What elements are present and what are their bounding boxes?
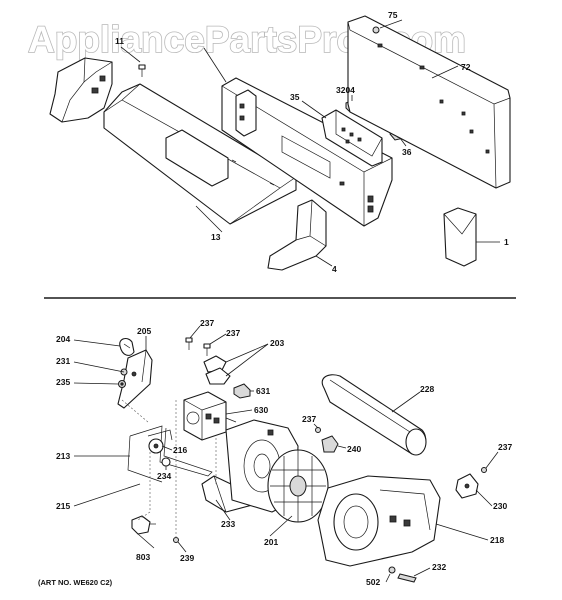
callout-631: 631 (256, 386, 270, 396)
callout-205: 205 (137, 326, 151, 336)
callout-239: 239 (180, 553, 194, 563)
callout-502: 502 (366, 577, 380, 587)
callout-13: 13 (211, 232, 221, 242)
art-number: (ART NO. WE620 C2) (38, 578, 113, 587)
callout-630: 630 (254, 405, 268, 415)
part-control-board-frame[interactable] (221, 77, 393, 227)
callout-201: 201 (264, 537, 278, 547)
part-screw-237-b[interactable] (203, 343, 211, 356)
part-screw-237-d[interactable] (481, 467, 487, 473)
assembly-dash-lines (121, 399, 217, 540)
callout-232: 232 (432, 562, 446, 572)
callout-35: 35 (290, 92, 300, 102)
part-blower-wheel[interactable] (267, 449, 329, 523)
part-end-cap-left[interactable] (49, 57, 113, 123)
part-wiring-diagram-doc[interactable] (443, 207, 477, 267)
callout-218: 218 (490, 535, 504, 545)
callout-216: 216 (173, 445, 187, 455)
callout-237-b: 237 (226, 328, 240, 338)
part-screw-239[interactable] (173, 537, 179, 543)
callout-235: 235 (56, 377, 70, 387)
part-idler-pulley[interactable] (147, 429, 173, 454)
part-screw-237-a[interactable] (185, 337, 193, 350)
part-screw-237-c[interactable] (315, 427, 321, 433)
part-blower-housing-rear[interactable] (317, 475, 441, 567)
part-screw-232[interactable] (397, 573, 417, 583)
callout-213: 213 (56, 451, 70, 461)
callout-215: 215 (56, 501, 70, 511)
part-nut-235[interactable] (118, 380, 126, 388)
upper-leader-lines (120, 19, 500, 267)
callout-237-c: 237 (302, 414, 316, 424)
callout-803: 803 (136, 552, 150, 562)
callout-233: 233 (221, 519, 235, 529)
callout-230: 230 (493, 501, 507, 511)
callout-204: 204 (56, 334, 70, 344)
part-clip-204[interactable] (119, 337, 135, 356)
callout-234: 234 (157, 471, 171, 481)
part-bracket-205[interactable] (117, 349, 153, 409)
part-thermostat-230[interactable] (455, 473, 479, 499)
part-screw-75[interactable] (372, 26, 380, 34)
callout-237-a: 237 (200, 318, 214, 328)
part-bracket-35[interactable] (321, 109, 383, 167)
callout-36: 36 (402, 147, 412, 157)
callout-11: 11 (115, 36, 124, 46)
callout-1: 1 (504, 237, 509, 247)
part-end-cap-right[interactable] (267, 199, 327, 271)
part-exhaust-duct[interactable] (321, 374, 427, 456)
part-drive-belt[interactable] (127, 425, 213, 483)
part-screw-11[interactable] (138, 64, 146, 77)
part-bracket-203[interactable] (203, 355, 231, 385)
callout-3204: 3204 (336, 85, 355, 95)
callout-4: 4 (332, 264, 337, 274)
part-switch-803[interactable] (131, 515, 156, 535)
part-screw-502[interactable] (388, 566, 396, 574)
lower-leader-lines (73, 325, 499, 583)
part-pulley-234[interactable] (161, 457, 171, 467)
callout-231: 231 (56, 356, 70, 366)
callout-237-d: 237 (498, 442, 512, 452)
callout-75: 75 (388, 10, 398, 20)
part-connector-631[interactable] (233, 383, 251, 399)
part-control-panel[interactable] (103, 83, 297, 225)
callout-240: 240 (347, 444, 361, 454)
callout-203: 203 (270, 338, 284, 348)
part-sensor-240[interactable] (321, 435, 339, 453)
part-back-panel[interactable] (347, 15, 511, 189)
callout-72: 72 (461, 62, 471, 72)
callout-228: 228 (420, 384, 434, 394)
